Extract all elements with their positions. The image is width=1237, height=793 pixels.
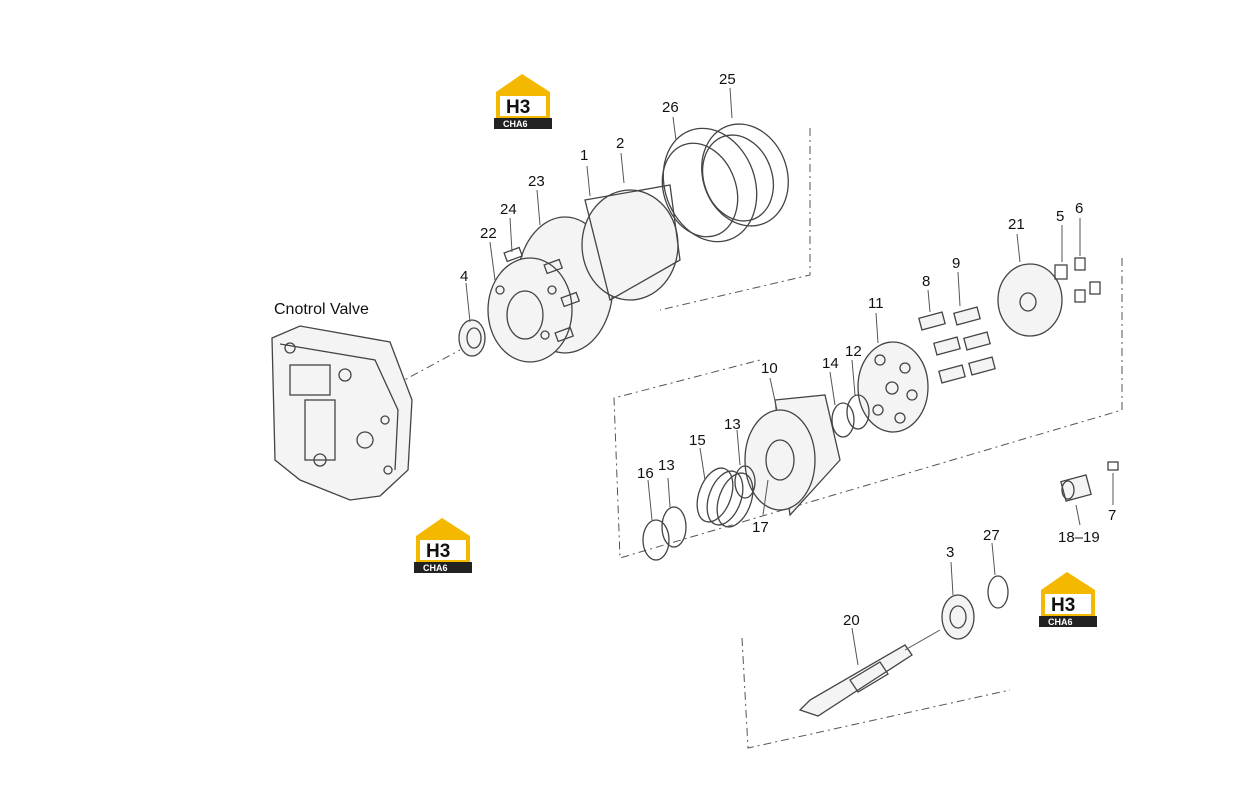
- callout-24: 24: [500, 201, 517, 218]
- callout-3: 3: [946, 544, 954, 561]
- logo-text: H3: [426, 541, 450, 562]
- part-18-19-valve: [1060, 474, 1092, 502]
- assembly-boundary-middle: [613, 258, 1123, 559]
- logo-subtext: CHA6: [423, 563, 448, 573]
- callout-27: 27: [983, 527, 1000, 544]
- part-1-2-plate: [581, 184, 681, 301]
- callout-26: 26: [662, 99, 679, 116]
- logo-subtext: CHA6: [503, 119, 528, 129]
- brand-logo-right: H3 CHA6: [1039, 572, 1097, 627]
- callout-7: 7: [1108, 507, 1116, 524]
- assembly-boundary-upper: [659, 128, 811, 311]
- part-11-plate: [857, 341, 929, 433]
- brand-logo-top: H3 CHA6: [494, 74, 552, 129]
- callout-20: 20: [843, 612, 860, 629]
- callout-22: 22: [480, 225, 497, 242]
- callout-6: 6: [1075, 200, 1083, 217]
- callout-11: 11: [868, 295, 884, 312]
- callout-21: 21: [1008, 216, 1025, 233]
- part-8-9-pistons: [918, 306, 996, 384]
- callout-15: 15: [689, 432, 706, 449]
- control-valve-label: Cnotrol Valve: [274, 301, 369, 318]
- callout-18-19: 18–19: [1058, 529, 1100, 546]
- control-valve-body: [271, 325, 413, 501]
- callout-2: 2: [616, 135, 624, 152]
- callout-labels: 1 2 3 4 5 6 7 8 9 10 11 12 13 13 14 15 1…: [460, 71, 1116, 629]
- callout-25: 25: [719, 71, 736, 88]
- part-13-15-16-spring-set: [642, 465, 756, 561]
- callout-12: 12: [845, 343, 862, 360]
- callout-9: 9: [952, 255, 960, 272]
- logo-text: H3: [1051, 595, 1075, 616]
- part-27-ring: [987, 575, 1009, 609]
- logo-subtext: CHA6: [1048, 617, 1073, 627]
- callout-13a: 13: [658, 457, 675, 474]
- part-21-plate: [997, 263, 1063, 337]
- callout-5: 5: [1056, 208, 1064, 225]
- part-5-6-pins: [1054, 257, 1101, 303]
- part-10-cylinder-block: [744, 394, 841, 517]
- part-4-bearing: [458, 319, 486, 357]
- part-25-26-rings: [661, 123, 789, 243]
- callout-8: 8: [922, 273, 930, 290]
- callout-1: 1: [580, 147, 588, 164]
- assembly-boundary-lower: [741, 637, 1011, 749]
- brand-logo-left: H3 CHA6: [414, 518, 472, 573]
- logo-text: H3: [506, 97, 530, 118]
- callout-14: 14: [822, 355, 839, 372]
- callout-4: 4: [460, 268, 468, 285]
- axis-line-left: [394, 349, 461, 386]
- part-3-bearing: [941, 594, 975, 640]
- callout-16: 16: [637, 465, 654, 482]
- callout-13b: 13: [724, 416, 741, 433]
- callout-10: 10: [761, 360, 778, 377]
- callout-23: 23: [528, 173, 545, 190]
- part-7-screw: [1107, 461, 1119, 471]
- part-12-14-rings: [831, 394, 870, 438]
- callout-17: 17: [752, 519, 769, 536]
- part-20-shaft: [798, 629, 941, 717]
